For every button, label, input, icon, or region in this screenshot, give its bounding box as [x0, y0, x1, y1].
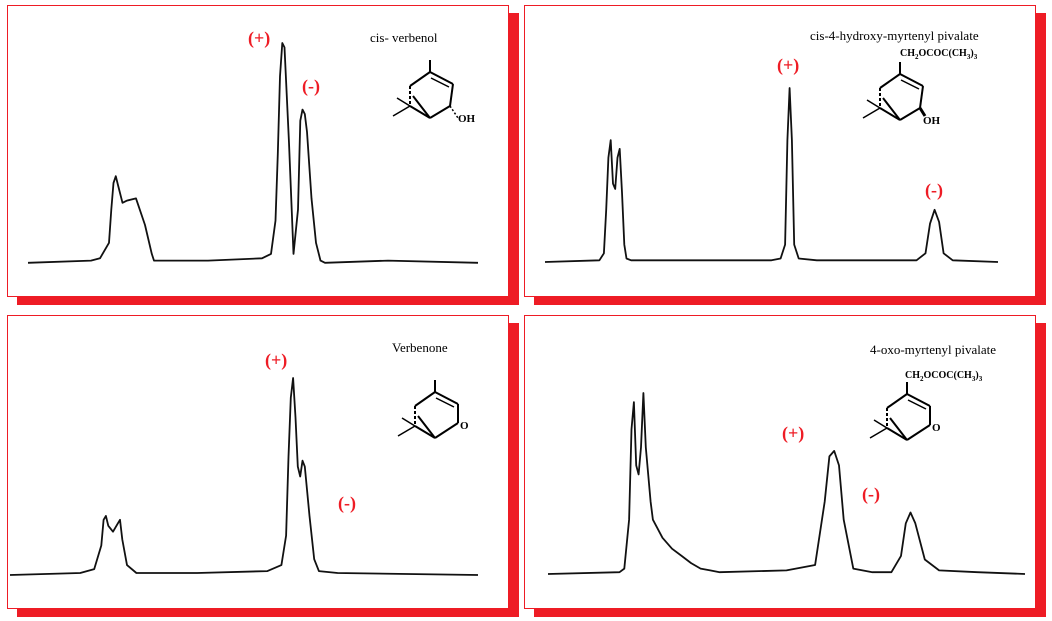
peak-label-plus: (+)	[265, 350, 288, 370]
substituent-formula: CH2OCOC(CH3)3	[900, 48, 978, 61]
peak-label-plus: (+)	[782, 423, 805, 443]
series-line-0	[547, 392, 1026, 575]
compound-name: 4-oxo-myrtenyl pivalate	[870, 342, 996, 357]
peak-label-plus: (+)	[248, 28, 271, 48]
substituent-formula: CH2OCOC(CH3)3	[905, 370, 983, 383]
structure-cis-verbenol: OH	[392, 60, 476, 125]
compound-name: cis-4-hydroxy-myrtenyl pivalate	[810, 28, 979, 43]
structure-cis-4-hydroxy-myrtenyl-pivalate: OH	[862, 62, 941, 127]
svg-text:OH: OH	[458, 113, 476, 125]
panel-frame	[7, 315, 509, 609]
panel-frame	[524, 315, 1036, 609]
compound-name: cis- verbenol	[370, 30, 438, 45]
peak-label-minus: (-)	[862, 484, 880, 504]
peak-label-plus: (+)	[777, 55, 800, 75]
series-line-0	[544, 87, 999, 263]
structure-4-oxo-myrtenyl-pivalate: O	[869, 382, 941, 441]
compound-name: Verbenone	[392, 340, 448, 355]
peak-label-minus: (-)	[338, 493, 356, 513]
svg-text:O: O	[932, 422, 941, 434]
structure-verbenone: O	[397, 380, 469, 439]
panel-frame	[7, 5, 509, 297]
series-line-0	[9, 377, 479, 576]
peak-label-minus: (-)	[925, 180, 943, 200]
svg-text:O: O	[460, 420, 469, 432]
peak-label-minus: (-)	[302, 76, 320, 96]
series-line-0	[27, 42, 479, 264]
svg-text:OH: OH	[923, 115, 941, 127]
